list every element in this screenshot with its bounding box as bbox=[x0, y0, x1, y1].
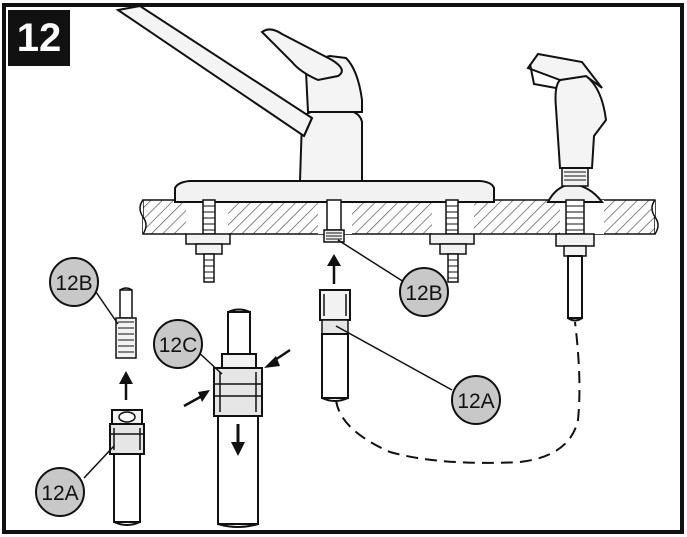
side-sprayer bbox=[526, 52, 608, 322]
callout-12b-left-label: 12B bbox=[55, 272, 92, 295]
center-outlet-fitting bbox=[323, 199, 345, 243]
squeeze-arrow-right bbox=[264, 348, 291, 368]
callout-12a-left-label: 12A bbox=[41, 482, 78, 505]
step-number-badge: 12 bbox=[8, 10, 70, 66]
diagram-frame bbox=[2, 3, 684, 534]
faucet-escutcheon bbox=[174, 180, 495, 203]
callout-12a-right: 12A bbox=[451, 375, 501, 425]
callout-12b-right: 12B bbox=[399, 267, 449, 317]
faucet-spout bbox=[115, 4, 314, 138]
callout-12c: 12C bbox=[153, 319, 203, 369]
sprayer-hose-route bbox=[335, 321, 581, 464]
hose-connector-12a-left bbox=[109, 409, 145, 526]
hose-assembly-12c bbox=[213, 308, 263, 528]
callout-12a-right-label: 12A bbox=[457, 390, 494, 413]
sprayer-head bbox=[554, 74, 608, 169]
callout-12a-left: 12A bbox=[35, 467, 85, 517]
arrow-down-pull bbox=[231, 424, 245, 456]
faucet-body bbox=[115, 4, 363, 182]
mounting-stud-right bbox=[429, 199, 475, 283]
faucet-handle bbox=[260, 28, 343, 82]
hose-connector-12a-center bbox=[319, 289, 351, 402]
callout-12b-right-label: 12B bbox=[405, 282, 442, 305]
callout-12c-label: 12C bbox=[159, 334, 198, 357]
arrow-up-left bbox=[119, 371, 133, 400]
callout-12b-left: 12B bbox=[49, 257, 99, 307]
mounting-stud-left bbox=[185, 199, 231, 283]
fitting-12b-left bbox=[115, 287, 137, 359]
squeeze-arrow-left bbox=[183, 390, 210, 408]
arrow-up-center bbox=[327, 254, 341, 284]
